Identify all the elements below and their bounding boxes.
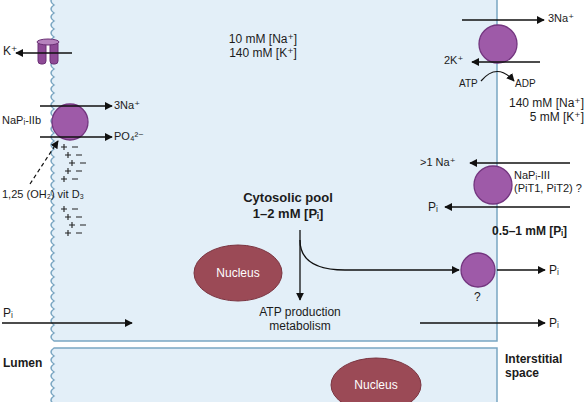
concentration-label: 140 mM [Na⁺] 5 mM [K⁺]: [508, 96, 584, 125]
ion-label: Pᵢ: [549, 316, 559, 330]
hormone-label: 1,25 (OH₂) vit D₃: [2, 188, 84, 201]
k-channel-half: [38, 41, 46, 64]
nucleus-label: Nucleus: [330, 357, 422, 402]
lower-cell: [51, 348, 497, 402]
transporter-name: NaPᵢ-III (PiT1, PiT2) ?: [514, 169, 582, 195]
ion-label: >1 Na⁺: [420, 156, 455, 169]
nucleus: Nucleus: [330, 357, 422, 402]
nucleus-shape: [194, 245, 282, 301]
region-label: Interstitial space: [505, 352, 515, 381]
ion-label: 3Na⁺: [114, 99, 140, 112]
ion-label: Pᵢ: [428, 200, 438, 214]
ion-label: 3Na⁺: [548, 12, 574, 25]
nucleus: Nucleus: [193, 244, 283, 302]
ion-label: Pᵢ: [549, 263, 559, 277]
region-label: Lumen: [3, 356, 42, 370]
transporter-name: NaPᵢ-IIb: [2, 114, 41, 127]
molecule-label: ATP: [459, 78, 478, 90]
process-label: ATP production metabolism: [259, 305, 341, 334]
cell-membrane: [51, 0, 497, 341]
concentration-label: 0.5–1 mM [Pᵢ]: [492, 224, 567, 238]
molecule-label: ADP: [515, 78, 536, 90]
concentration-label: 10 mM [Na⁺] 140 mM [K⁺]: [229, 32, 298, 61]
pool-label: Cytosolic pool 1–2 mM [Pᵢ]: [243, 190, 333, 221]
ion-label: 2K⁺: [444, 54, 463, 67]
ion-label: PO₄²⁻: [114, 130, 144, 143]
nucleus-shape: [331, 358, 421, 402]
ion-arrow: [497, 269, 545, 270]
nucleus-label: Nucleus: [193, 244, 283, 302]
ion-label: K⁺: [3, 44, 17, 58]
ion-label: Pᵢ: [3, 306, 13, 320]
cell-body: 10 mM [Na⁺] 140 mM [K⁺] Cytosolic pool 1–…: [48, 0, 498, 341]
unknown-mark: ?: [474, 290, 481, 304]
